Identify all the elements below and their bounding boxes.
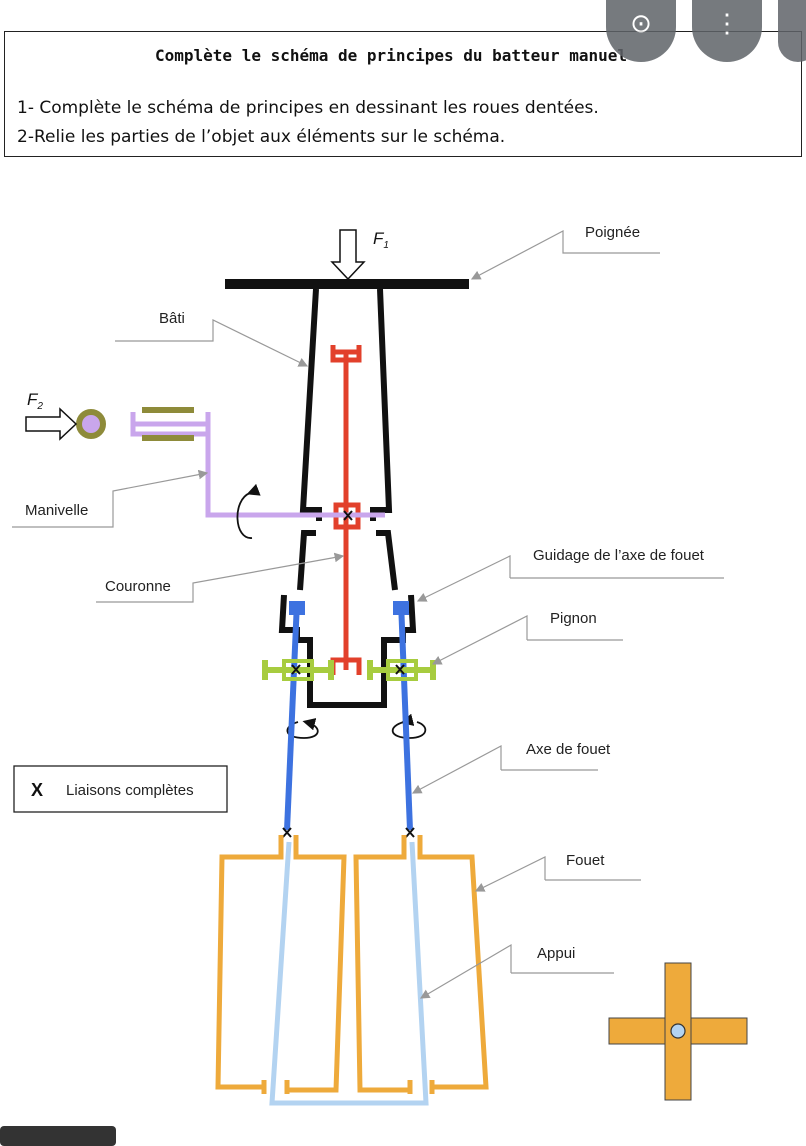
poignee-bar [225,279,469,289]
legend-box: X Liaisons complètes [13,765,228,813]
label-couronne: Couronne [105,578,171,595]
appui-wire [269,841,429,1106]
label-bati: Bâti [159,310,185,327]
label-pignon: Pignon [550,610,597,627]
page-title: Complète le schéma de principes du batte… [155,46,628,65]
rotation-arrow-manivelle [236,483,261,539]
more-vert-icon: ⋮ [714,8,740,38]
leader-couronne [96,552,345,603]
pignon-wheels [262,659,436,681]
lens-icon: ⊙ [630,8,652,38]
couronne-wheel [330,345,362,675]
label-appui: Appui [537,945,575,962]
legend-text: Liaisons complètes [66,782,194,799]
force-f1-label: F1 [373,229,389,251]
manivelle-crank [130,412,385,518]
leader-guidage [418,555,724,601]
label-poignee: Poignée [585,224,640,241]
instruction-1: 1- Complète le schéma de principes en de… [17,98,599,118]
label-axe: Axe de fouet [526,741,611,758]
leader-axe [413,744,598,793]
liaison-marks [282,510,415,838]
fouet-whisk [215,835,489,1094]
label-fouet: Fouet [566,852,605,869]
instruction-box: Complète le schéma de principes du batte… [4,31,802,157]
leader-pignon [433,615,623,664]
leader-bati [115,319,309,367]
lens-button[interactable]: ⊙ [606,0,676,62]
instruction-2: 2-Relie les parties de l’objet aux éléme… [17,127,506,147]
leader-manivelle [12,469,209,528]
image-size-badge [0,1126,116,1146]
legend-symbol: X [31,780,43,800]
force-f2-arrow [25,407,78,441]
label-guidage: Guidage de l’axe de fouet [533,547,705,564]
more-options-button[interactable]: ⋮ [692,0,762,62]
fouet-cross-section [608,962,748,1101]
leader-fouet [476,856,641,891]
manivelle-handle-knob [76,409,106,439]
leader-poignee [470,230,660,280]
leader-appui [421,943,614,998]
manivelle-bearing [142,407,194,441]
force-f2-label: F2 [27,390,43,412]
label-manivelle: Manivelle [25,502,88,519]
rotation-arrow-right-axe [391,713,427,739]
overflow-button[interactable] [778,0,806,62]
force-f1-arrow [330,229,366,281]
